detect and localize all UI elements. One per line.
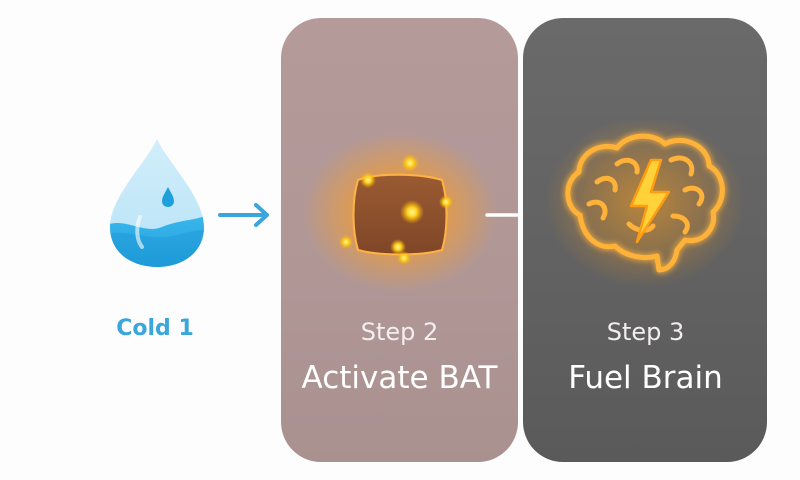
brown-fat-tissue-icon [302, 132, 498, 292]
step-1-label: Cold 1 [116, 316, 194, 341]
step-2-subtitle: Activate BAT [301, 360, 498, 396]
arrow-right-icon [218, 203, 269, 227]
water-drop-icon [110, 139, 204, 267]
step-3-title: Step 3 [606, 318, 685, 346]
step-3-subtitle: Fuel Brain [568, 360, 723, 396]
glowing-brain-lightning-icon [545, 120, 745, 288]
step-1: Cold 1 [80, 130, 230, 360]
step-2-title: Step 2 [360, 318, 439, 346]
